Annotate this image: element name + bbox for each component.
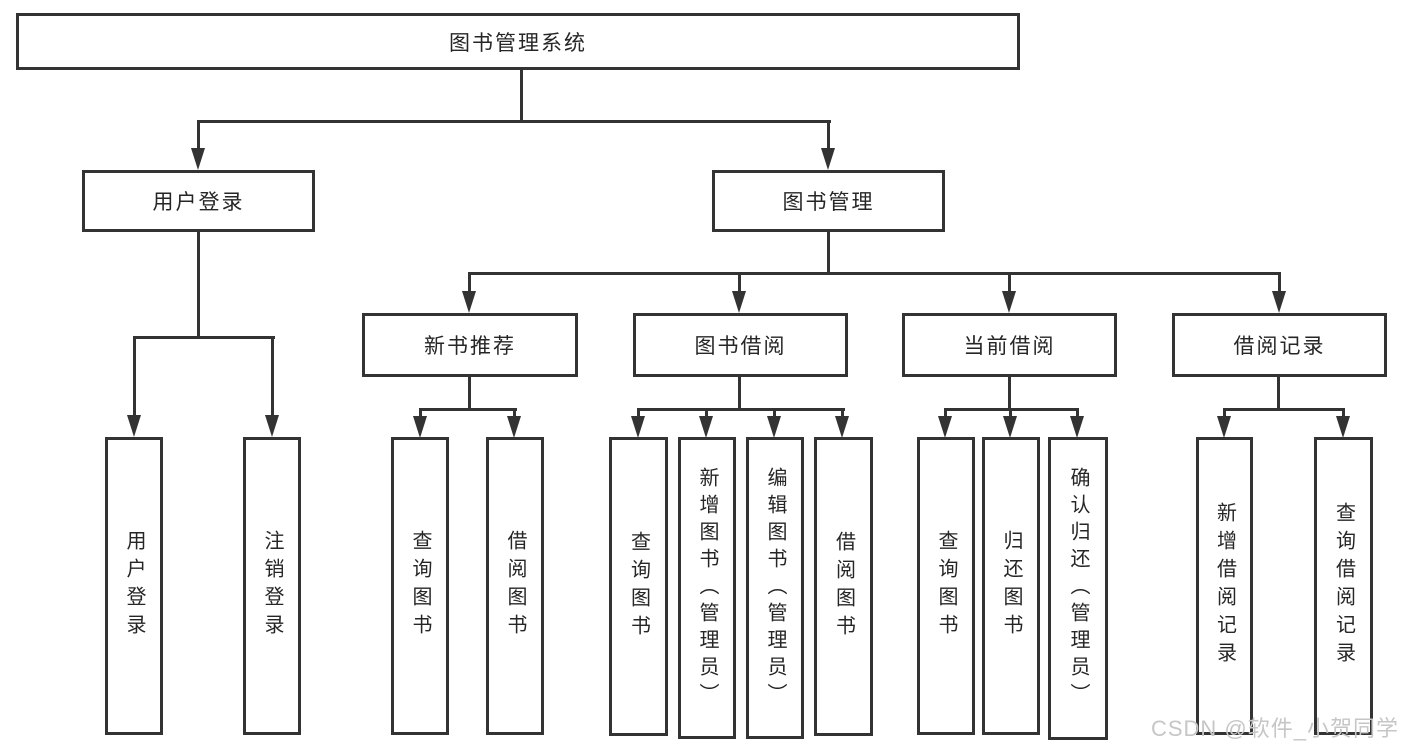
arrow-to-records-add <box>1217 416 1231 438</box>
node-new-book-recommend: 新书推荐 <box>362 313 578 377</box>
node-book-management-label: 图书管理 <box>782 191 875 214</box>
connector-borrowing-dropline <box>738 272 741 293</box>
arrow-to-current-return <box>1003 416 1017 438</box>
connector-records-leaf2-dropline <box>1342 408 1345 418</box>
leaf-newbooks-query-books: 查询图书 <box>391 437 449 735</box>
connector-newbooks-horizontal <box>419 408 517 411</box>
connector-mgmt-horizontal <box>468 272 1281 275</box>
leaf-newbooks-query-books-label: 查询图书 <box>409 530 431 642</box>
node-current-borrowing-label: 当前借阅 <box>963 335 1056 358</box>
arrow-to-borrowing-add <box>699 416 713 438</box>
arrow-to-current-confirm <box>1070 416 1084 438</box>
node-borrow-records: 借阅记录 <box>1172 313 1387 377</box>
leaf-logout: 注销登录 <box>243 437 301 735</box>
leaf-user-login-label: 用户登录 <box>123 530 145 642</box>
arrow-to-leaf-logout <box>265 415 279 437</box>
arrow-to-borrowing-query <box>631 416 645 438</box>
arrow-to-borrowing-edit <box>767 416 781 438</box>
leaf-newbooks-borrow-books: 借阅图书 <box>486 437 544 735</box>
leaf-records-add-record-label: 新增借阅记录 <box>1213 502 1236 670</box>
connector-newbooks-leaf2-dropline <box>513 408 516 418</box>
connector-borrowing-leaf3-dropline <box>773 408 776 418</box>
connector-records-stem <box>1277 377 1280 408</box>
node-borrow-records-label: 借阅记录 <box>1233 335 1326 358</box>
connector-borrowing-leaf4-dropline <box>841 408 844 418</box>
arrow-to-newbooks-query <box>413 416 427 438</box>
node-book-borrowing-label: 图书借阅 <box>694 335 787 358</box>
leaf-user-login: 用户登录 <box>105 437 163 735</box>
leaf-borrowing-add-books-admin: 新增图书（管理员） <box>678 437 736 739</box>
leaf-borrowing-borrow-books: 借阅图书 <box>814 437 873 736</box>
connector-borrowing-horizontal <box>637 408 845 411</box>
leaf-logout-label: 注销登录 <box>261 530 283 642</box>
connector-current-dropline <box>1008 272 1011 293</box>
connector-user-horizontal <box>133 336 275 339</box>
connector-current-leaf3-dropline <box>1076 408 1079 418</box>
node-book-management: 图书管理 <box>712 170 945 232</box>
arrow-to-user-login <box>191 148 205 170</box>
leaf-borrowing-edit-books-admin: 编辑图书（管理员） <box>746 437 804 739</box>
connector-user-leaf2-dropline <box>271 336 274 417</box>
leaf-newbooks-borrow-books-label: 借阅图书 <box>504 530 526 642</box>
leaf-current-query-books-label: 查询图书 <box>935 530 957 642</box>
arrow-to-records-query <box>1336 416 1350 438</box>
arrow-to-current-query <box>938 416 952 438</box>
arrow-to-book-management <box>821 148 835 170</box>
node-user-login: 用户登录 <box>82 170 315 232</box>
node-current-borrowing: 当前借阅 <box>902 313 1117 377</box>
connector-user-leaf1-dropline <box>133 336 136 417</box>
connector-current-stem <box>1008 377 1011 408</box>
connector-records-leaf1-dropline <box>1223 408 1226 418</box>
node-library-system-label: 图书管理系统 <box>449 31 587 55</box>
leaf-borrowing-edit-books-admin-label: 编辑图书（管理员） <box>764 466 786 710</box>
connector-newbooks-stem <box>468 377 471 408</box>
arrow-to-book-borrowing <box>732 291 746 313</box>
watermark-text: CSDN @软件_小贺同学 <box>1150 716 1399 741</box>
arrow-to-newbooks-borrow <box>507 416 521 438</box>
arrow-to-borrowing-borrow <box>835 416 849 438</box>
connector-newbooks-dropline <box>468 272 471 293</box>
arrow-to-leaf-user-login <box>127 415 141 437</box>
arrow-to-current-borrowing <box>1002 291 1016 313</box>
leaf-borrowing-query-books: 查询图书 <box>609 437 668 736</box>
leaf-current-return-books-label: 归还图书 <box>1000 530 1022 642</box>
leaf-records-query-record-label: 查询借阅记录 <box>1332 502 1355 670</box>
node-library-system: 图书管理系统 <box>16 13 1020 70</box>
connector-mgmt-stem <box>827 232 830 272</box>
arrow-to-new-book-recommend <box>462 291 476 313</box>
connector-borrowing-stem <box>738 377 741 408</box>
node-new-book-recommend-label: 新书推荐 <box>424 335 516 358</box>
connector-root-horizontal <box>197 120 831 123</box>
connector-records-horizontal <box>1223 408 1345 411</box>
leaf-records-add-record: 新增借阅记录 <box>1196 437 1253 735</box>
connector-records-dropline <box>1278 272 1281 293</box>
connector-user-stem <box>197 232 200 336</box>
connector-bookmgmt-dropline <box>827 120 830 152</box>
connector-userlogin-dropline <box>197 120 200 152</box>
leaf-records-query-record: 查询借阅记录 <box>1314 437 1373 735</box>
connector-root-stem <box>520 70 523 123</box>
connector-borrowing-leaf2-dropline <box>705 408 708 418</box>
arrow-to-borrow-records <box>1272 291 1286 313</box>
leaf-current-confirm-return-admin: 确认归还（管理员） <box>1048 437 1108 740</box>
connector-newbooks-leaf1-dropline <box>419 408 422 418</box>
leaf-current-return-books: 归还图书 <box>982 437 1040 735</box>
connector-borrowing-leaf1-dropline <box>637 408 640 418</box>
leaf-current-confirm-return-admin-label: 确认归还（管理员） <box>1067 467 1089 710</box>
connector-current-leaf1-dropline <box>944 408 947 418</box>
connector-current-leaf2-dropline <box>1009 408 1012 418</box>
node-book-borrowing: 图书借阅 <box>633 313 848 377</box>
leaf-borrowing-query-books-label: 查询图书 <box>627 530 650 643</box>
node-user-login-label: 用户登录 <box>152 191 245 214</box>
leaf-current-query-books: 查询图书 <box>917 437 975 735</box>
leaf-borrowing-add-books-admin-label: 新增图书（管理员） <box>696 466 718 710</box>
leaf-borrowing-borrow-books-label: 借阅图书 <box>832 530 855 643</box>
